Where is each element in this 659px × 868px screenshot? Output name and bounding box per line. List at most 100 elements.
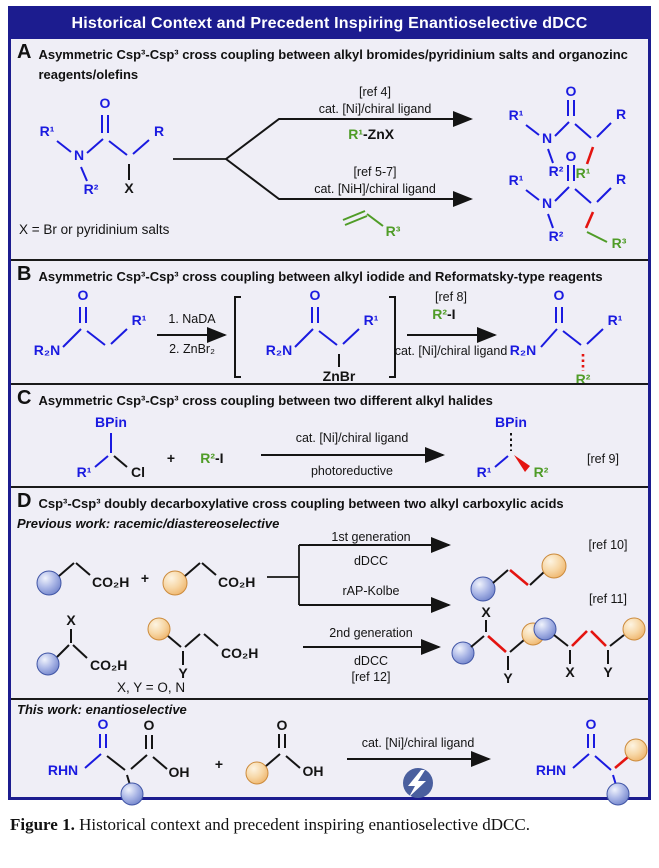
- product-top-bonds: [525, 100, 612, 165]
- blue-ball: [533, 617, 557, 640]
- panel-b-title: Asymmetric Csp³-Csp³ cross coupling betw…: [38, 269, 603, 284]
- this-work-divider: [11, 697, 648, 700]
- blue-ball: [470, 576, 496, 601]
- bracket-right: [389, 295, 396, 378]
- atom-label-znbr: ZnBr: [323, 368, 356, 384]
- panel-b: B Asymmetric Csp³-Csp³ cross coupling be…: [11, 259, 648, 387]
- this-work-cat: cat. [Ni]/chiral ligand: [362, 736, 475, 750]
- panel-b-ref: [ref 8]: [435, 290, 467, 304]
- atom-label-r1-green: R¹: [576, 165, 591, 181]
- substrate-bonds: [94, 432, 128, 468]
- bracket-left: [234, 295, 241, 378]
- reagent-r1-label: R¹: [348, 126, 363, 142]
- panel-c-ref: [ref 9]: [587, 452, 619, 466]
- ref12-label: [ref 12]: [352, 670, 391, 684]
- atom-label-y: Y: [503, 670, 513, 686]
- panel-c-cat: cat. [Ni]/chiral ligand: [296, 431, 409, 445]
- atom-label-y: Y: [178, 665, 188, 681]
- caption-label: Figure 1.: [10, 815, 75, 834]
- panel-b-letter: B: [17, 263, 32, 285]
- panel-b-substrate: R₂N O R¹: [34, 287, 147, 358]
- atom-label-r: R: [616, 106, 626, 122]
- panel-a-title: Asymmetric Csp³-Csp³ cross coupling betw…: [38, 47, 628, 82]
- plus-sign: +: [167, 450, 175, 466]
- gen1-fork: [267, 536, 451, 613]
- gen2-product-2: X Y: [533, 617, 646, 680]
- orange-ball: [162, 570, 188, 595]
- blue-ball: [451, 641, 475, 664]
- panel-b-intermediate: R₂N O R¹ ZnBr: [234, 287, 396, 384]
- caption-text: Historical context and precedent inspiri…: [79, 815, 530, 834]
- reagent-r2-label: R²: [200, 450, 215, 466]
- atom-label-o: O: [100, 95, 111, 111]
- gen2-product-1: X Y: [451, 604, 545, 686]
- atom-label-r1: R¹: [509, 172, 524, 188]
- panel-d-this-work-label: This work: enantioselective: [17, 701, 187, 717]
- atom-label-n: N: [542, 195, 552, 211]
- orange-ball: [541, 553, 567, 578]
- plus-sign: +: [141, 570, 149, 586]
- atom-label-r1: R¹: [509, 107, 524, 123]
- atom-label-o: O: [566, 84, 577, 99]
- gen2-method: dDCC: [354, 654, 388, 668]
- atom-label-oh: OH: [303, 763, 324, 779]
- panel-c-scheme: BPin R¹ Cl + R² -I cat. [Ni]/chiral liga…: [77, 414, 619, 480]
- panel-b-reagent: R² -I: [432, 306, 455, 322]
- blue-ball: [36, 652, 60, 675]
- gen1-product: [470, 553, 567, 601]
- atom-label-y: Y: [603, 664, 613, 680]
- panel-a-product-bottom: R¹ N R² O R R³: [509, 148, 627, 251]
- atom-label-o: O: [277, 717, 288, 733]
- ref11-label: [ref 11]: [589, 592, 627, 606]
- atom-label-r1: R¹: [608, 312, 623, 328]
- panel-b-step2: 2. ZnBr₂: [169, 342, 215, 356]
- reagent-i-label: -I: [447, 306, 456, 322]
- atom-label-r: R: [616, 171, 626, 187]
- atom-label-co2h: CO₂H: [92, 574, 129, 590]
- atom-label-r1: R¹: [132, 312, 147, 328]
- panel-a-bottom-cat: cat. [NiH]/chiral ligand: [314, 182, 436, 196]
- panel-d-this-scheme: RHN O O OH +: [48, 717, 648, 805]
- panel-a-bottom-ref: [ref 5-7]: [353, 165, 396, 179]
- lightning-bolt-icon: [408, 769, 426, 797]
- atom-label-bpin: BPin: [95, 414, 127, 430]
- atom-label-bpin: BPin: [495, 414, 527, 430]
- panel-d-title-row: D Csp³-Csp³ doubly decarboxylative cross…: [11, 488, 648, 514]
- panel-c-reagent: R² -I: [200, 450, 223, 466]
- atom-label-r2: R²: [549, 163, 564, 179]
- panel-d: D Csp³-Csp³ doubly decarboxylative cross…: [11, 486, 648, 805]
- panel-c-letter: C: [17, 387, 32, 409]
- atom-label-r2-green: R²: [534, 464, 549, 480]
- ref10-label: [ref 10]: [589, 538, 628, 552]
- substrate-bonds: [62, 306, 128, 348]
- panel-d-previous-scheme: CO₂H + CO₂H 1st generation dDCC rAP-Kolb…: [36, 531, 646, 695]
- panel-a-olefin-reagent: R³: [342, 210, 401, 239]
- atom-label-r1: R¹: [364, 312, 379, 328]
- figure-frame: Historical Context and Precedent Inspiri…: [8, 6, 651, 805]
- panel-c-product: BPin R¹ R²: [477, 414, 549, 480]
- panel-d-letter: D: [17, 490, 32, 512]
- panel-c-title-row: C Asymmetric Csp³-Csp³ cross coupling be…: [11, 385, 648, 411]
- reagent-r2-label: R²: [432, 306, 447, 322]
- panel-c-substrate: BPin R¹ Cl: [77, 414, 145, 480]
- panel-a-letter: A: [17, 41, 32, 63]
- panel-d-title: Csp³-Csp³ doubly decarboxylative cross c…: [38, 496, 564, 511]
- atom-label-r2-green: R²: [576, 371, 591, 387]
- reagent-i-label: -I: [215, 450, 224, 466]
- atom-label-r3: R³: [612, 235, 627, 251]
- atom-label-rhn: RHN: [48, 762, 78, 778]
- product-bottom-bonds: [525, 165, 612, 243]
- atom-label-r3: R³: [386, 223, 401, 239]
- atom-label-r2: R²: [549, 228, 564, 244]
- substrate-bonds: [56, 115, 150, 182]
- panel-a: A Asymmetric Csp³-Csp³ cross coupling be…: [11, 39, 648, 259]
- atom-label-r2n: R₂N: [266, 342, 292, 358]
- figure-header-title: Historical Context and Precedent Inspiri…: [71, 15, 588, 32]
- blue-ball: [120, 782, 144, 805]
- panel-b-product: R₂N O R¹ R²: [510, 287, 623, 387]
- gen1-substrates: CO₂H + CO₂H: [36, 561, 255, 595]
- atom-label-r2n: R₂N: [34, 342, 60, 358]
- atom-label-x: X: [66, 612, 76, 628]
- atom-label-x: X: [565, 664, 575, 680]
